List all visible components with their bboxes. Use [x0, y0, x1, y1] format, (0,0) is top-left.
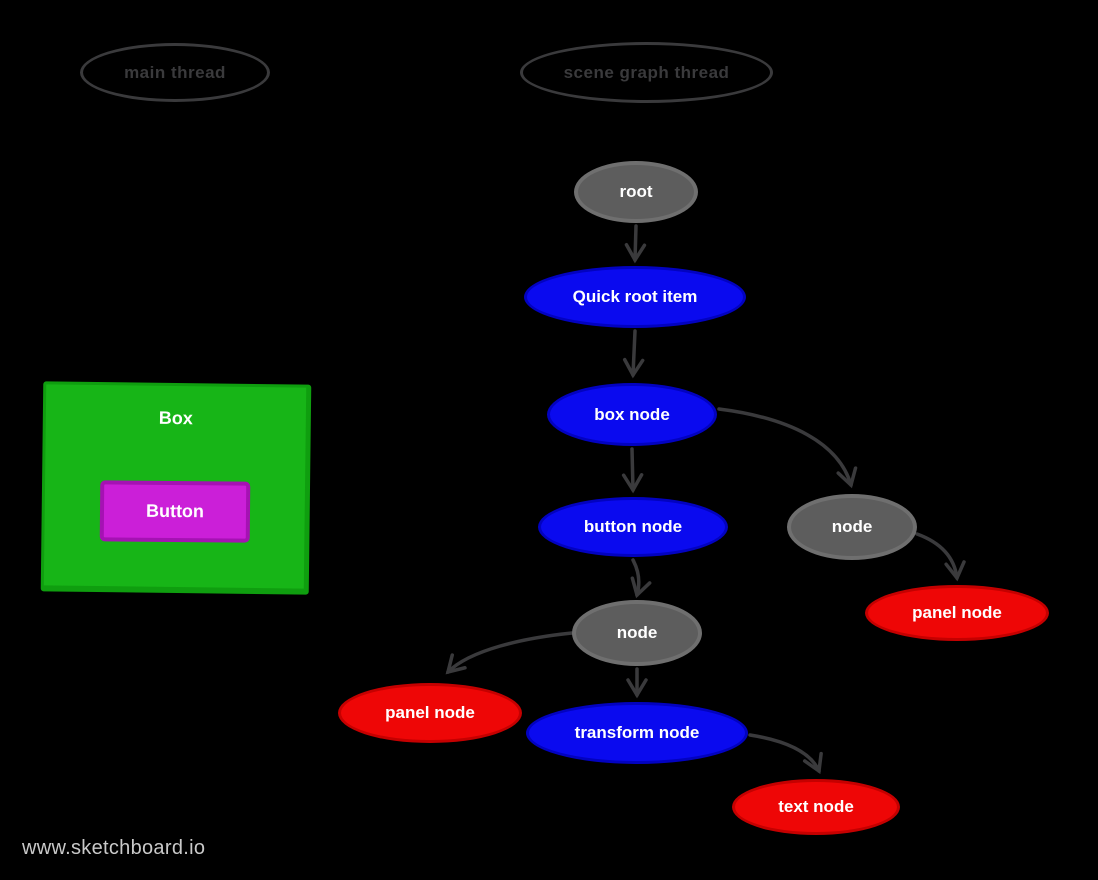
node-root[interactable]: root [574, 161, 698, 223]
node-button-node[interactable]: button node [538, 497, 728, 557]
edge-node-middle-to-panel-node-left[interactable] [445, 631, 574, 675]
thread-ellipse-scene-graph[interactable]: scene graph thread [520, 42, 773, 103]
node-transform-node[interactable]: transform node [526, 702, 748, 764]
thread-main-label: main thread [124, 62, 226, 82]
node-root-label: root [619, 182, 653, 201]
button-shape[interactable]: Button [99, 480, 251, 543]
box-label: Box [158, 407, 193, 429]
thread-scene-graph-label: scene graph thread [563, 62, 730, 82]
sketchboard-watermark: www.sketchboard.io [22, 837, 206, 859]
node-right[interactable]: node [787, 494, 917, 560]
edge-quick-root-item-to-box-node[interactable] [622, 329, 645, 379]
node-panel-node-left[interactable]: panel node [338, 683, 522, 743]
edge-transform-node-to-text-node[interactable] [748, 733, 823, 775]
edge-button-node-to-node-middle[interactable] [630, 558, 652, 599]
node-text-node[interactable]: text node [732, 779, 900, 835]
edge-root-to-quick-root-item[interactable] [624, 224, 647, 264]
node-text-node-label: text node [778, 797, 854, 816]
node-panel-node-right-label: panel node [912, 603, 1002, 622]
edge-box-node-to-button-node[interactable] [621, 447, 644, 494]
node-button-node-label: button node [583, 517, 683, 536]
edge-node-right-to-panel-node-right[interactable] [915, 532, 966, 582]
edge-box-node-to-node-right[interactable] [717, 407, 858, 489]
node-middle-label: node [616, 623, 658, 642]
node-panel-node-left-label: panel node [385, 703, 475, 722]
node-box-node-label: box node [594, 404, 670, 424]
node-transform-node-label: transform node [574, 723, 700, 742]
node-right-label: node [831, 517, 873, 536]
node-box-node[interactable]: box node [547, 383, 717, 446]
node-quick-root-item-label: Quick root item [572, 287, 698, 306]
node-quick-root-item[interactable]: Quick root item [524, 266, 746, 328]
node-panel-node-right[interactable]: panel node [865, 585, 1049, 641]
button-label: Button [145, 500, 205, 522]
thread-ellipse-main[interactable]: main thread [80, 43, 270, 102]
node-middle[interactable]: node [572, 600, 702, 666]
